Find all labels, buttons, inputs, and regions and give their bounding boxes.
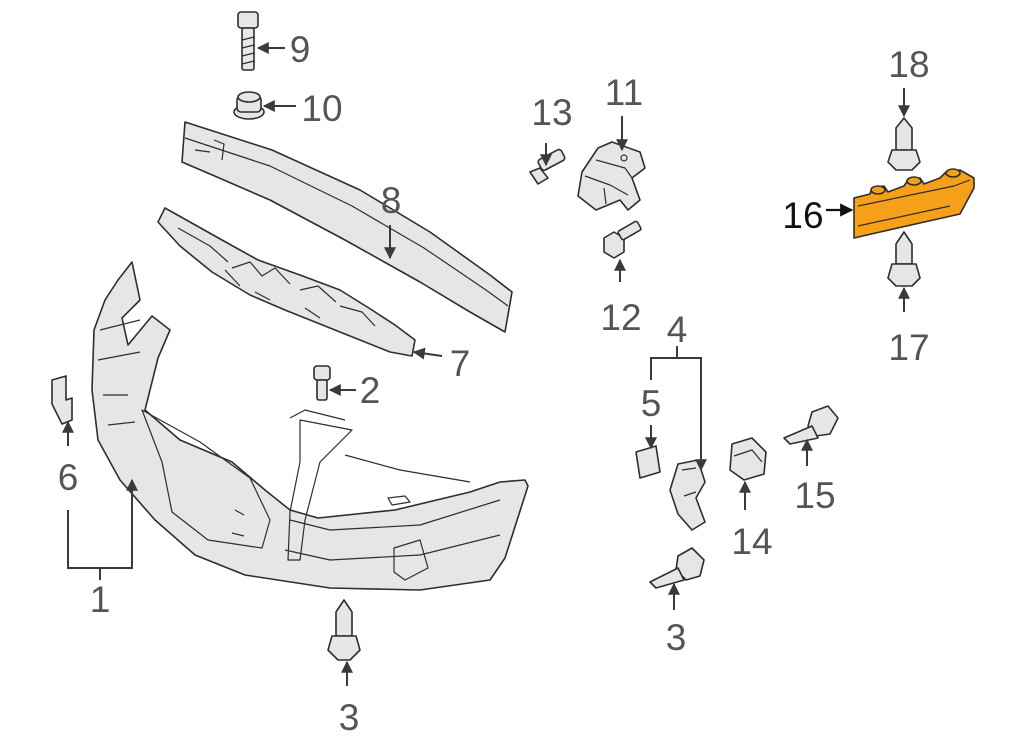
bumper-cover-part [91, 261, 529, 591]
callout-15: 15 [794, 475, 835, 516]
callout-8: 8 [381, 180, 402, 221]
clip-5-part [635, 445, 661, 479]
screw-18-part [887, 117, 921, 171]
callout-3-right: 3 [666, 617, 687, 658]
bolt-12-part [603, 220, 642, 259]
callout-9: 9 [290, 29, 311, 70]
callout-10: 10 [301, 88, 342, 129]
nut-10-part [233, 91, 265, 120]
bolt-9-part [237, 11, 259, 71]
callout-4: 4 [667, 309, 688, 350]
callout-12: 12 [600, 297, 641, 338]
small-bolt-part [313, 365, 331, 401]
screw-3-right-part [649, 547, 705, 589]
screw-17-part [887, 231, 921, 287]
callout-7: 7 [450, 343, 471, 384]
clip-14-part [729, 437, 767, 481]
screw-15-part [783, 405, 839, 445]
callout-17: 17 [888, 327, 929, 368]
callout-5: 5 [641, 383, 662, 424]
small-bracket-part [51, 375, 73, 425]
bracket-16-highlighted-part [853, 168, 975, 239]
callout-14: 14 [731, 521, 772, 562]
callout-18: 18 [888, 44, 929, 85]
callout-2: 2 [360, 370, 381, 411]
callout-13: 13 [531, 92, 572, 133]
callout-1: 1 [90, 579, 111, 620]
callout-3-bottom: 3 [339, 697, 360, 738]
reinforcement-bar-part [181, 121, 513, 333]
energy-absorber-part [157, 207, 416, 357]
bracket-4-part [669, 459, 706, 531]
mount-bracket-11-part [577, 141, 646, 211]
callout-16: 16 [782, 195, 823, 236]
screw-3-bottom-part [327, 599, 361, 661]
leader-lines [62, 42, 910, 686]
callout-6: 6 [58, 457, 79, 498]
bolt-13-part [529, 148, 566, 185]
callout-11: 11 [605, 72, 643, 113]
